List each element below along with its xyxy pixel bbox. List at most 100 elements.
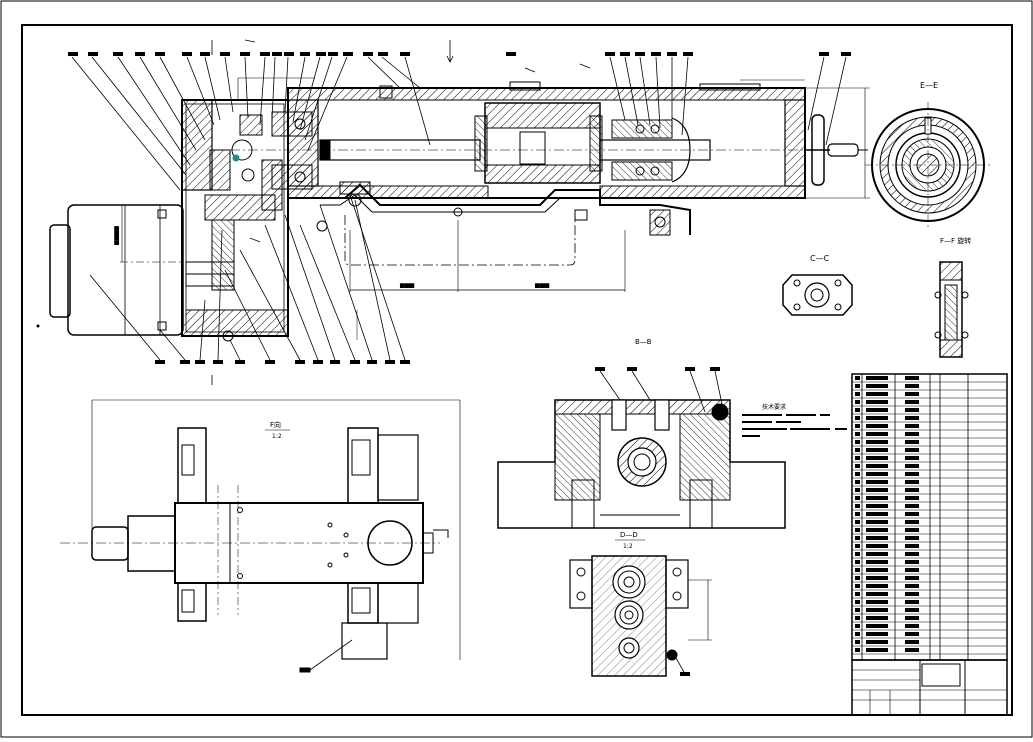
parts-list-index-block [855,512,860,516]
parts-list-name-block [866,424,888,428]
parts-list-index-block [855,600,860,604]
parts-list-index-block [855,584,860,588]
parts-list-name-block [866,392,888,396]
parts-list-qty-block [905,448,919,452]
plan-view-scale: 1:2 [272,433,282,440]
section-d-scale: 1:2 [623,543,633,550]
parts-list-index-block [855,392,860,396]
svg-text:■■■: ■■■ [535,283,549,289]
parts-list-index-block [855,648,860,652]
parts-list-name-block [866,624,888,628]
parts-list-qty-block [905,400,919,404]
section-c-label: C—C [810,254,830,263]
parts-list-qty-block [905,568,919,572]
parts-list-qty-block [905,504,919,508]
parts-list-index-block [855,552,860,556]
parts-list-index-block [855,504,860,508]
parts-list-qty-block [905,456,919,460]
parts-list-qty-block [905,520,919,524]
leader-tags-top [68,52,851,364]
parts-list-name-block [866,600,888,604]
section-d-label: D—D [620,531,638,539]
parts-list-table [851,373,1008,661]
parts-list-index-block [855,568,860,572]
parts-list-index-block [855,576,860,580]
plan-view [60,399,461,673]
parts-list-qty-block [905,392,919,396]
parts-list-name-block [866,528,888,532]
parts-list-index-block [855,616,860,620]
parts-list-name-block [866,568,888,572]
parts-list-index-block [855,384,860,388]
parts-list-qty-block [905,616,919,620]
parts-list-name-block [866,504,888,508]
parts-list-name-block [866,632,888,636]
parts-list-qty-block [905,576,919,580]
parts-list-qty-block [905,632,919,636]
section-f-label: F—F 旋转 [940,236,971,245]
title-block [851,659,1008,716]
notes-title: 技术要求 [762,403,786,411]
parts-list-qty-block [905,376,919,380]
parts-list-qty-block [905,432,919,436]
parts-list-name-block [866,592,888,596]
parts-list-name-block [866,616,888,620]
parts-list-name-block [866,384,888,388]
parts-list-qty-block [905,408,919,412]
parts-list-index-block [855,528,860,532]
plan-view-label: F向 [270,420,281,429]
parts-list-index-block [855,608,860,612]
parts-list-index-block [855,488,860,492]
leader-tags-b [595,367,720,371]
parts-list-name-block [866,552,888,556]
parts-list-name-block [866,432,888,436]
parts-list-name-block [866,456,888,460]
parts-list-qty-block [905,536,919,540]
parts-list-qty-block [905,552,919,556]
parts-list-name-block [866,448,888,452]
parts-list-index-block [855,408,860,412]
parts-list-index-block [855,520,860,524]
parts-list-name-block [866,640,888,644]
parts-list-qty-block [905,592,919,596]
parts-list-name-block [866,544,888,548]
parts-list-text-blocks [855,376,919,652]
parts-list-qty-block [905,480,919,484]
parts-list-index-block [855,536,860,540]
part-leaders-top [71,56,847,361]
parts-list-name-block [866,400,888,404]
parts-list-name-block [866,376,888,380]
parts-list-qty-block [905,496,919,500]
section-e-label: E—E [920,81,938,90]
drawing-border [21,24,1013,716]
parts-list-name-block [866,648,888,652]
parts-list-index-block [855,432,860,436]
parts-list-qty-block [905,464,919,468]
parts-list-index-block [855,424,860,428]
parts-list-qty-block [905,624,919,628]
parts-list-name-block [866,584,888,588]
section-c-view [782,274,853,316]
parts-list-index-block [855,480,860,484]
parts-list-qty-block [905,600,919,604]
parts-list-index-block [855,592,860,596]
parts-list-qty-block [905,608,919,612]
section-e-view [865,102,990,228]
parts-list-index-block [855,544,860,548]
parts-list-name-block [866,440,888,444]
direction-arrows [211,39,591,385]
parts-list-index-block [855,464,860,468]
parts-list-qty-block [905,560,919,564]
parts-list-qty-block [905,440,919,444]
parts-list-qty-block [905,424,919,428]
parts-list-index-block [855,440,860,444]
parts-list-index-block [855,632,860,636]
parts-list-name-block [866,560,888,564]
parts-list-index-block [855,400,860,404]
parts-list-qty-block [905,512,919,516]
parts-list-index-block [855,376,860,380]
parts-list-name-block [866,608,888,612]
section-d-view [569,555,712,677]
